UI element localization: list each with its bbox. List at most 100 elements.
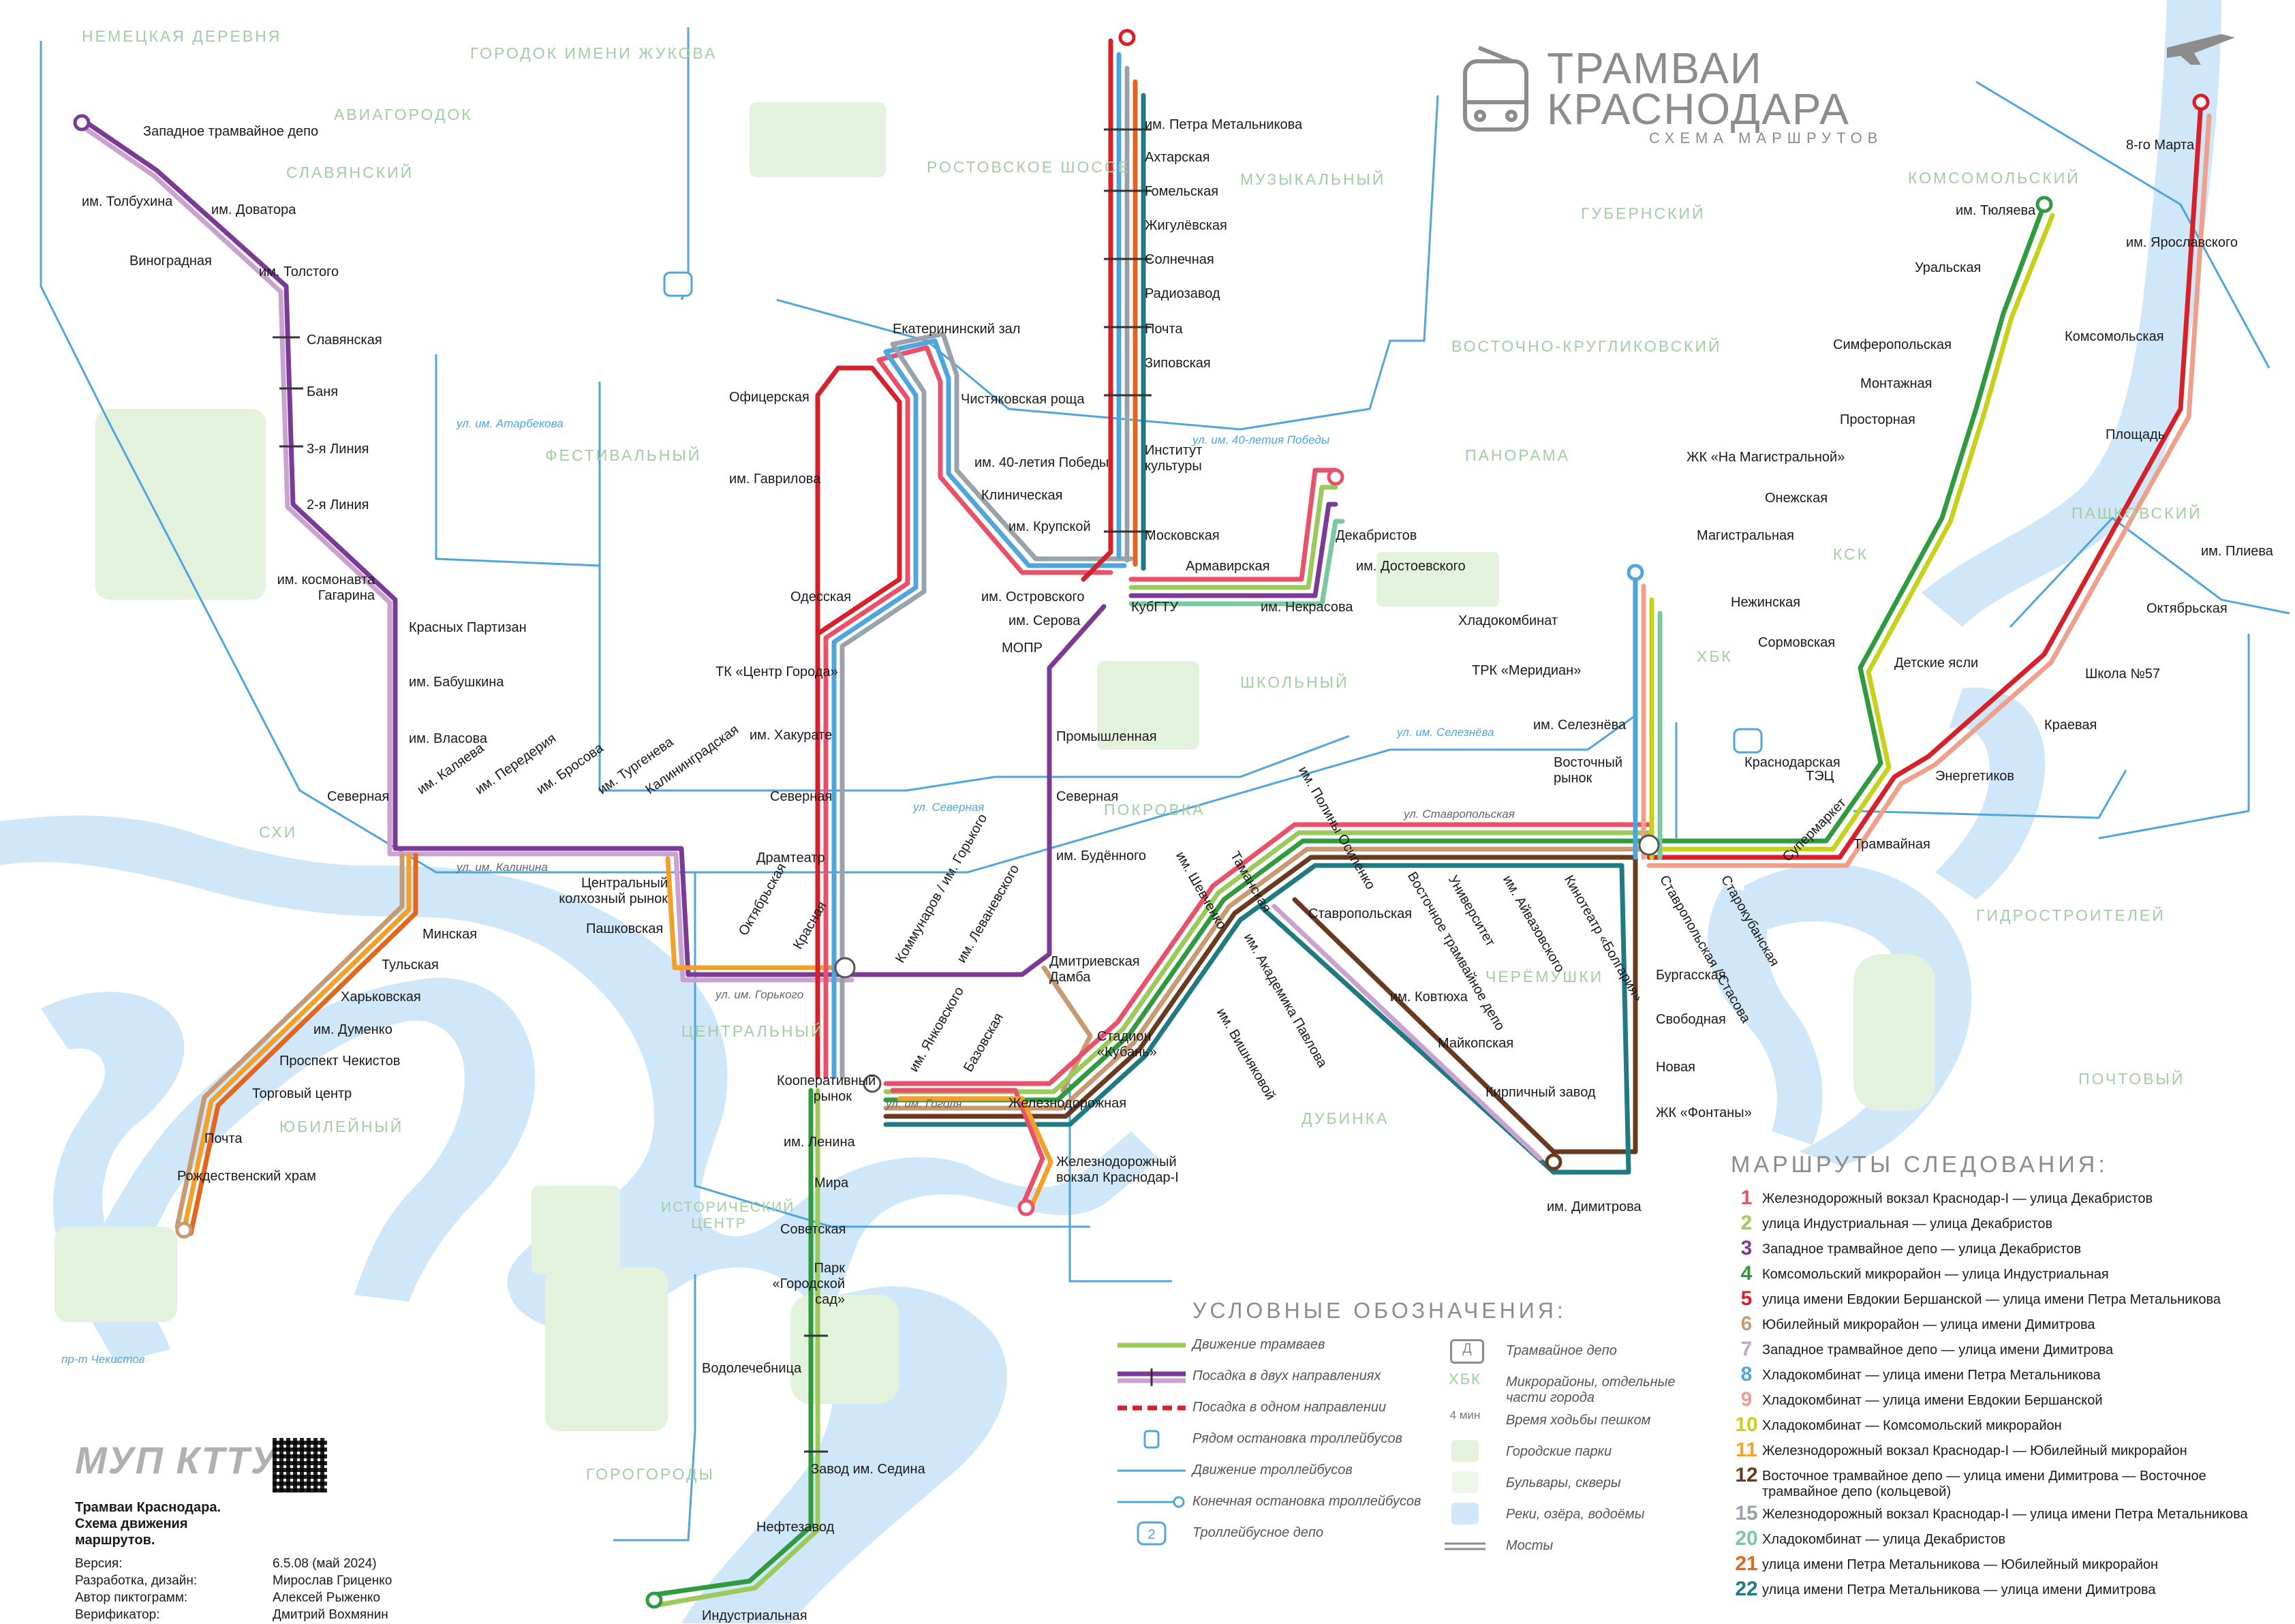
route-4-south [651, 1088, 814, 1597]
stop-dimitrova: им. Димитрова [1547, 1199, 1642, 1214]
stop-novaya: Новая [1656, 1060, 1695, 1075]
trolley-line-6 [2098, 634, 2250, 840]
trolley-line-12 [2009, 516, 2290, 628]
city-park-krasnodar [1376, 552, 1499, 607]
legend-trolley-depot: 2 [1137, 1521, 1167, 1546]
trolley-line-9 [1068, 1084, 1172, 1283]
airplane-icon [2167, 34, 2235, 65]
route-number: 4 [1740, 1262, 1753, 1285]
stop-selezneva: им. Селезнёва [1533, 718, 1627, 733]
qr-code [273, 1438, 327, 1492]
hubs [834, 834, 1660, 1093]
title-line-1: ТРАМВАИ [1547, 44, 1763, 93]
stop-tyulyaeva: им. Тюляева [1956, 203, 2036, 218]
stop-akhtarskaya: Ахтарская [1145, 150, 1210, 165]
trolley-line-7 [1853, 769, 2127, 819]
district-label: ШКОЛЬНЫЙ [1240, 673, 1349, 691]
stop-gomelskaya: Гомельская [1145, 184, 1219, 199]
legend-text: Мосты [1506, 1538, 1554, 1553]
stop-kolkhozny: Центральный колхозный рынок [559, 876, 668, 906]
route-description: Комсомольский микрорайон — улица Индустр… [1762, 1267, 2109, 1282]
stop-oktyabrskaya-e: Октябрьская [2146, 601, 2228, 616]
kuban-loop [102, 977, 536, 1302]
park-65 [1097, 661, 1199, 750]
route-6-south [174, 853, 405, 1229]
stop-zhigulevskaya: Жигулёвская [1145, 218, 1227, 233]
eastern-lake [1935, 687, 2046, 900]
stop-odesskaya: Одесская [790, 589, 852, 604]
legend-text: Трамвайное депо [1506, 1343, 1617, 1358]
route-description: Западное трамвайное депо — улица Декабри… [1762, 1242, 2082, 1257]
terminal-vokzal [1017, 1199, 1035, 1216]
district-label: НЕМЕЦКАЯ ДЕРЕВНЯ [82, 27, 282, 45]
stop-neftezavod: Нефтезавод [756, 1520, 835, 1535]
stop-inst-kultury: Институт культуры [1145, 443, 1203, 474]
legend-title: УСЛОВНЫЕ ОБОЗНАЧЕНИЯ: [1192, 1298, 1567, 1323]
stop-zapadnoe-depo: Западное трамвайное депо [143, 124, 319, 139]
legend-boulevard-swatch [1451, 1471, 1479, 1493]
route-number: 2 [1740, 1212, 1753, 1234]
botanical-garden [95, 409, 266, 600]
route-2-south [651, 1088, 820, 1608]
district-label: ЦЕНТРАЛЬНЫЙ [681, 1022, 825, 1040]
district-label: ПАНОРАМА [1465, 446, 1571, 464]
route-number: 6 [1740, 1313, 1753, 1335]
route-1-centre [823, 345, 1113, 1079]
terminal-8-marta [2192, 93, 2210, 111]
legend-row: 2 Троллейбусное депо [1118, 1521, 1704, 1552]
terminal-dekabristov [1327, 468, 1344, 486]
legend-trolley-line [1118, 1469, 1186, 1472]
legend-row: ХБК Микрорайоны, отдельные части города [1431, 1370, 1717, 1409]
stop-vokzal: Железнодорожный вокзал Краснодар-I [1056, 1154, 1179, 1185]
legend-row: Движение троллейбусов [1118, 1458, 1704, 1490]
route-12-diag [1292, 897, 1556, 1154]
stop-kraevaya: Краевая [2044, 718, 2097, 733]
parks [55, 102, 1935, 1431]
trolleybus-icon [1143, 1430, 1160, 1449]
street-selezneva: ул. им. Селезнёва [1397, 726, 1494, 739]
tram-logo-icon [1463, 46, 1528, 132]
stop-magistralnaya-zhk: ЖК «На Магистральной» [1686, 450, 1845, 465]
district-label: АВИАГОРОДОК [334, 106, 473, 123]
legend-row: Д Трамвайное депо [1431, 1339, 1717, 1370]
stop-kovtyukha: им. Ковтюха [1390, 990, 1468, 1005]
terminal-zapadnoe-depo [73, 114, 91, 132]
trolley-line-8 [613, 1274, 696, 1542]
trolley-line-north [680, 27, 690, 301]
park-30-years-pobedy [545, 1268, 668, 1431]
district-label: ИСТОРИЧЕСКИЙ ЦЕНТР [661, 1199, 795, 1231]
krasnodar-reservoir [1708, 886, 1823, 1145]
route-description: улица имени Петра Метальникова — Юбилейн… [1762, 1557, 2159, 1572]
legend-text: Городские парки [1506, 1444, 1612, 1459]
stop-krupskoy: им. Крупской [1008, 519, 1091, 534]
district-label: ГОРОДОК ИМЕНИ ЖУКОВА [470, 44, 718, 62]
trolley-line-1 [40, 41, 1636, 874]
route-description: Хладокомбинат — Комсомольский микрорайон [1762, 1418, 2062, 1433]
stop-pochta-n: Почта [1145, 322, 1183, 337]
stop-babushkina: им. Бабушкина [409, 675, 504, 690]
stop-ofitserskaya: Офицерская [729, 390, 810, 405]
district-label: ГУБЕРНСКИЙ [1581, 204, 1706, 222]
stop-severnaya-w: Северная [327, 789, 390, 804]
legend-row: Мосты [1431, 1534, 1717, 1565]
stop-energetikov: Энергетиков [1935, 769, 2015, 784]
route-number: 15 [1735, 1502, 1758, 1525]
stop-stadion: Стадион «Кубань» [1097, 1029, 1157, 1060]
stop-industrialnaya: Индустриальная [702, 1608, 807, 1623]
stop-chistyakovskaya: Чистяковская роща [961, 392, 1085, 407]
stop-gavrilova: им. Гаврилова [729, 472, 821, 487]
route-number: 20 [1735, 1527, 1758, 1550]
stop-liniya3: 3-я Линия [307, 442, 369, 457]
stop-kubgtu: КубГТУ [1131, 600, 1179, 615]
route-number: 3 [1740, 1237, 1753, 1259]
street-severnaya: ул. Северная [913, 801, 985, 814]
